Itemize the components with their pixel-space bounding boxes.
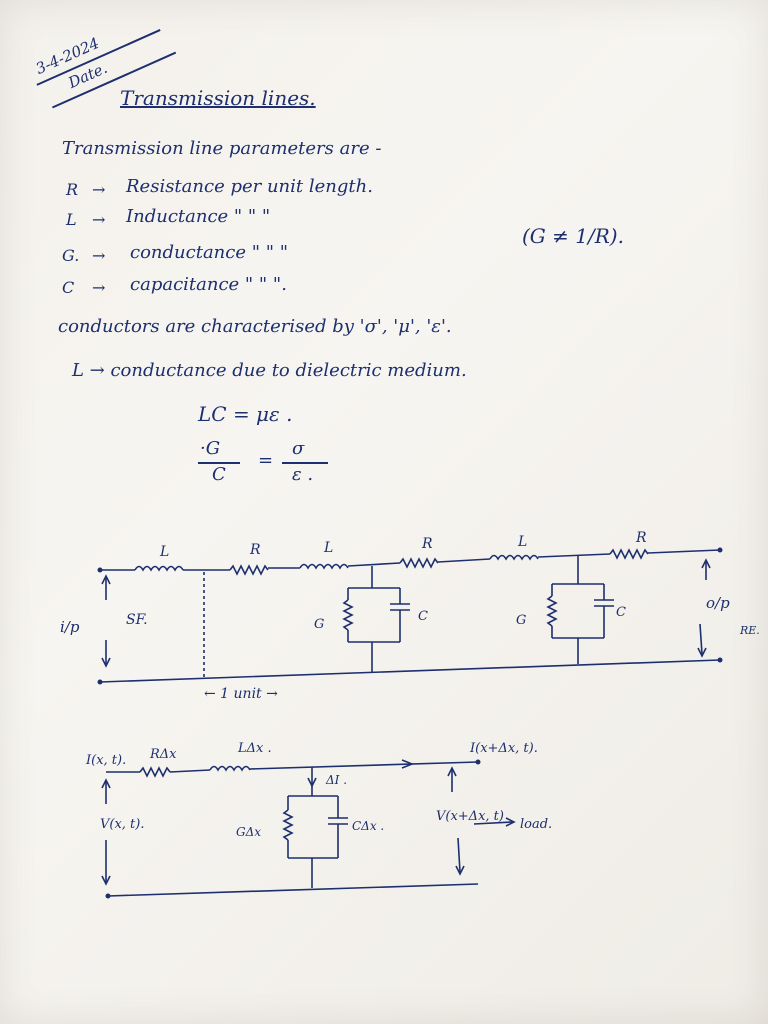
conductors-line: conductors are characterised by 'σ', 'μ'… — [58, 316, 452, 337]
side-note: (G ≠ 1/R). — [522, 224, 624, 248]
intro-text: Transmission line parameters are - — [62, 138, 382, 159]
arrow-down-icon — [101, 875, 111, 886]
terminal — [97, 679, 103, 685]
eq2-rhs-num: σ — [292, 438, 305, 459]
arrow-down-icon — [457, 837, 461, 873]
label-re: RE. — [739, 624, 760, 637]
label-delta-i: ΔI . — [325, 773, 347, 787]
label-r3: R — [635, 530, 647, 546]
label-c1: C — [418, 609, 428, 624]
resistor-r2 — [399, 557, 439, 569]
eq2-lhs-den: C — [212, 464, 226, 485]
label-i-in: I(x, t). — [85, 753, 126, 768]
conductance-g1 — [342, 599, 354, 631]
label-i-out: I(x+Δx, t). — [469, 741, 538, 756]
param-symbol: G. — [62, 246, 80, 265]
wire — [537, 553, 611, 558]
circuit-1: L R L R L R i/p SF. G C G C o/p RE. ← 1 … — [60, 530, 760, 702]
label-v-in: V(x, t). — [100, 817, 144, 832]
terminal — [475, 759, 481, 765]
inductor-l-dx — [209, 765, 251, 772]
arrow-down-icon — [697, 647, 707, 658]
arrow-right-icon — [505, 817, 516, 827]
terminal — [105, 893, 111, 899]
wire — [107, 883, 479, 897]
inductor-l3 — [489, 554, 539, 561]
label-l-dx: LΔx . — [237, 741, 272, 756]
label-input: i/p — [60, 618, 80, 636]
inductor-l2 — [299, 563, 349, 570]
arrow-right-icon — [473, 821, 513, 825]
label-unit: ← 1 unit → — [204, 686, 278, 702]
label-l1: L — [159, 544, 169, 560]
wire — [347, 562, 401, 567]
param-text: conductance " " " — [130, 242, 289, 263]
label-c2: C — [616, 605, 626, 620]
label-r2: R — [421, 536, 433, 552]
resistor-r3 — [609, 548, 649, 560]
eq2-equals: = — [258, 450, 274, 471]
param-symbol: C — [62, 278, 75, 297]
arrow-up-icon — [447, 766, 457, 777]
eq2-rhs-den: ε . — [292, 464, 314, 485]
circuit-2: I(x, t). RΔx LΔx . I(x+Δx, t). ΔI . V(x,… — [85, 741, 552, 899]
arrow-icon: → — [92, 246, 106, 265]
arrow-icon: → — [92, 278, 106, 297]
arrow-icon: → — [92, 180, 106, 199]
terminal — [717, 547, 723, 553]
conductance-g-dx — [282, 809, 294, 841]
label-g-dx: GΔx — [236, 825, 261, 839]
param-text: Inductance " " " — [126, 206, 271, 227]
arrow-down-icon — [307, 777, 317, 788]
wire — [99, 659, 721, 683]
fraction-bar — [282, 462, 328, 464]
fraction-bar — [198, 462, 240, 464]
label-l3: L — [517, 534, 527, 550]
label-l2: L — [323, 540, 333, 556]
param-text: Resistance per unit length. — [126, 176, 373, 197]
arrow-icon: → — [92, 210, 106, 229]
resistor-r-dx — [139, 766, 171, 778]
wire — [249, 761, 479, 770]
param-text: capacitance " " ". — [130, 274, 287, 295]
label-g1: G — [314, 617, 324, 632]
label-r1: R — [249, 542, 261, 558]
arrow-right-icon — [401, 759, 415, 769]
wire — [169, 769, 211, 773]
resistor-r1 — [229, 564, 269, 576]
label-r-dx: RΔx — [149, 747, 177, 762]
arrow-down-icon — [101, 657, 111, 668]
arrow-down-icon — [455, 865, 465, 876]
arrow-up-icon — [101, 574, 111, 585]
conductance-g2 — [546, 595, 558, 627]
g-note: L → conductance due to dielectric medium… — [72, 360, 467, 381]
label-sf: SF. — [126, 612, 148, 628]
terminal — [97, 567, 103, 573]
label-c-dx: CΔx . — [352, 819, 384, 833]
label-g2: G — [516, 613, 526, 628]
page-title: Transmission lines. — [120, 86, 316, 110]
terminal — [717, 657, 723, 663]
param-symbol: L — [66, 210, 77, 229]
param-symbol: R — [66, 180, 79, 199]
equation-lc: LC = με . — [198, 402, 293, 426]
inductor-l1 — [134, 565, 184, 572]
label-v-out: V(x+Δx, t) — [436, 809, 504, 824]
wire — [437, 558, 491, 563]
label-load: load. — [520, 817, 552, 832]
wire — [647, 549, 721, 554]
arrow-up-icon — [101, 778, 111, 789]
label-output: o/p — [706, 594, 730, 612]
arrow-down-icon — [699, 623, 703, 655]
eq2-lhs-num: ·G — [200, 438, 221, 459]
arrow-up-icon — [701, 558, 711, 569]
